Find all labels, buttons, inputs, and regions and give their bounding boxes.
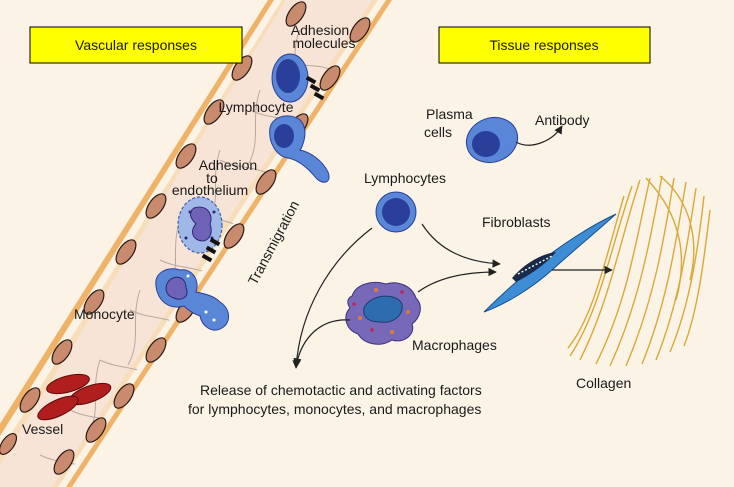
- label-release-2: for lymphocytes, monocytes, and macropha…: [188, 401, 481, 417]
- arrow-lymphocyte-to-fibroblast: [421, 223, 501, 268]
- label-monocyte: Monocyte: [74, 306, 135, 322]
- arrow-plasma-to-antibody: [515, 125, 563, 146]
- label-lymphocytes: Lymphocytes: [364, 170, 446, 186]
- label-fibroblasts: Fibroblasts: [482, 214, 550, 230]
- arrow-lymphocyte-to-release: [292, 227, 373, 369]
- label-macrophages: Macrophages: [412, 337, 497, 353]
- monocyte: [155, 268, 229, 331]
- lymphocyte-adhering: [271, 53, 325, 103]
- macrophage: [345, 282, 421, 345]
- arrow-macrophage-to-fibroblast: [417, 267, 497, 293]
- vascular-responses-header: Vascular responses: [29, 26, 243, 64]
- plasma-cell: [465, 116, 519, 164]
- label-lymphocyte: Lymphocyte: [219, 99, 294, 115]
- label-release-1: Release of chemotactic and activating fa…: [200, 382, 482, 398]
- label-transmigration: Transmigration: [245, 198, 303, 288]
- label-plasma-cells-2: cells: [424, 124, 452, 140]
- label-adhesion-molecules-1: Adhesion: [291, 22, 349, 38]
- fibroblast: [483, 213, 617, 313]
- lymphocyte-transmigrating: [269, 115, 330, 183]
- red-blood-cells: [37, 373, 112, 421]
- tissue-responses-label: Tissue responses: [489, 37, 598, 53]
- adhering-leukocyte: [177, 196, 223, 263]
- arrow-macrophage-to-release: [293, 319, 351, 367]
- tissue-responses-header: Tissue responses: [438, 26, 651, 64]
- label-adhesion-endothelium-1: Adhesion: [199, 157, 257, 173]
- vascular-responses-label: Vascular responses: [75, 37, 197, 53]
- collagen-fibers: [567, 175, 711, 367]
- label-adhesion-endothelium-2: to: [206, 170, 218, 186]
- label-antibody: Antibody: [535, 112, 589, 128]
- label-adhesion-molecules-2: molecules: [292, 35, 355, 51]
- label-adhesion-endothelium-3: endothelium: [172, 182, 248, 198]
- arrows: [292, 125, 613, 369]
- tissue-lymphocyte: [375, 191, 417, 233]
- label-collagen: Collagen: [576, 375, 631, 391]
- label-plasma-cells-1: Plasma: [426, 106, 473, 122]
- label-vessel: Vessel: [22, 421, 63, 437]
